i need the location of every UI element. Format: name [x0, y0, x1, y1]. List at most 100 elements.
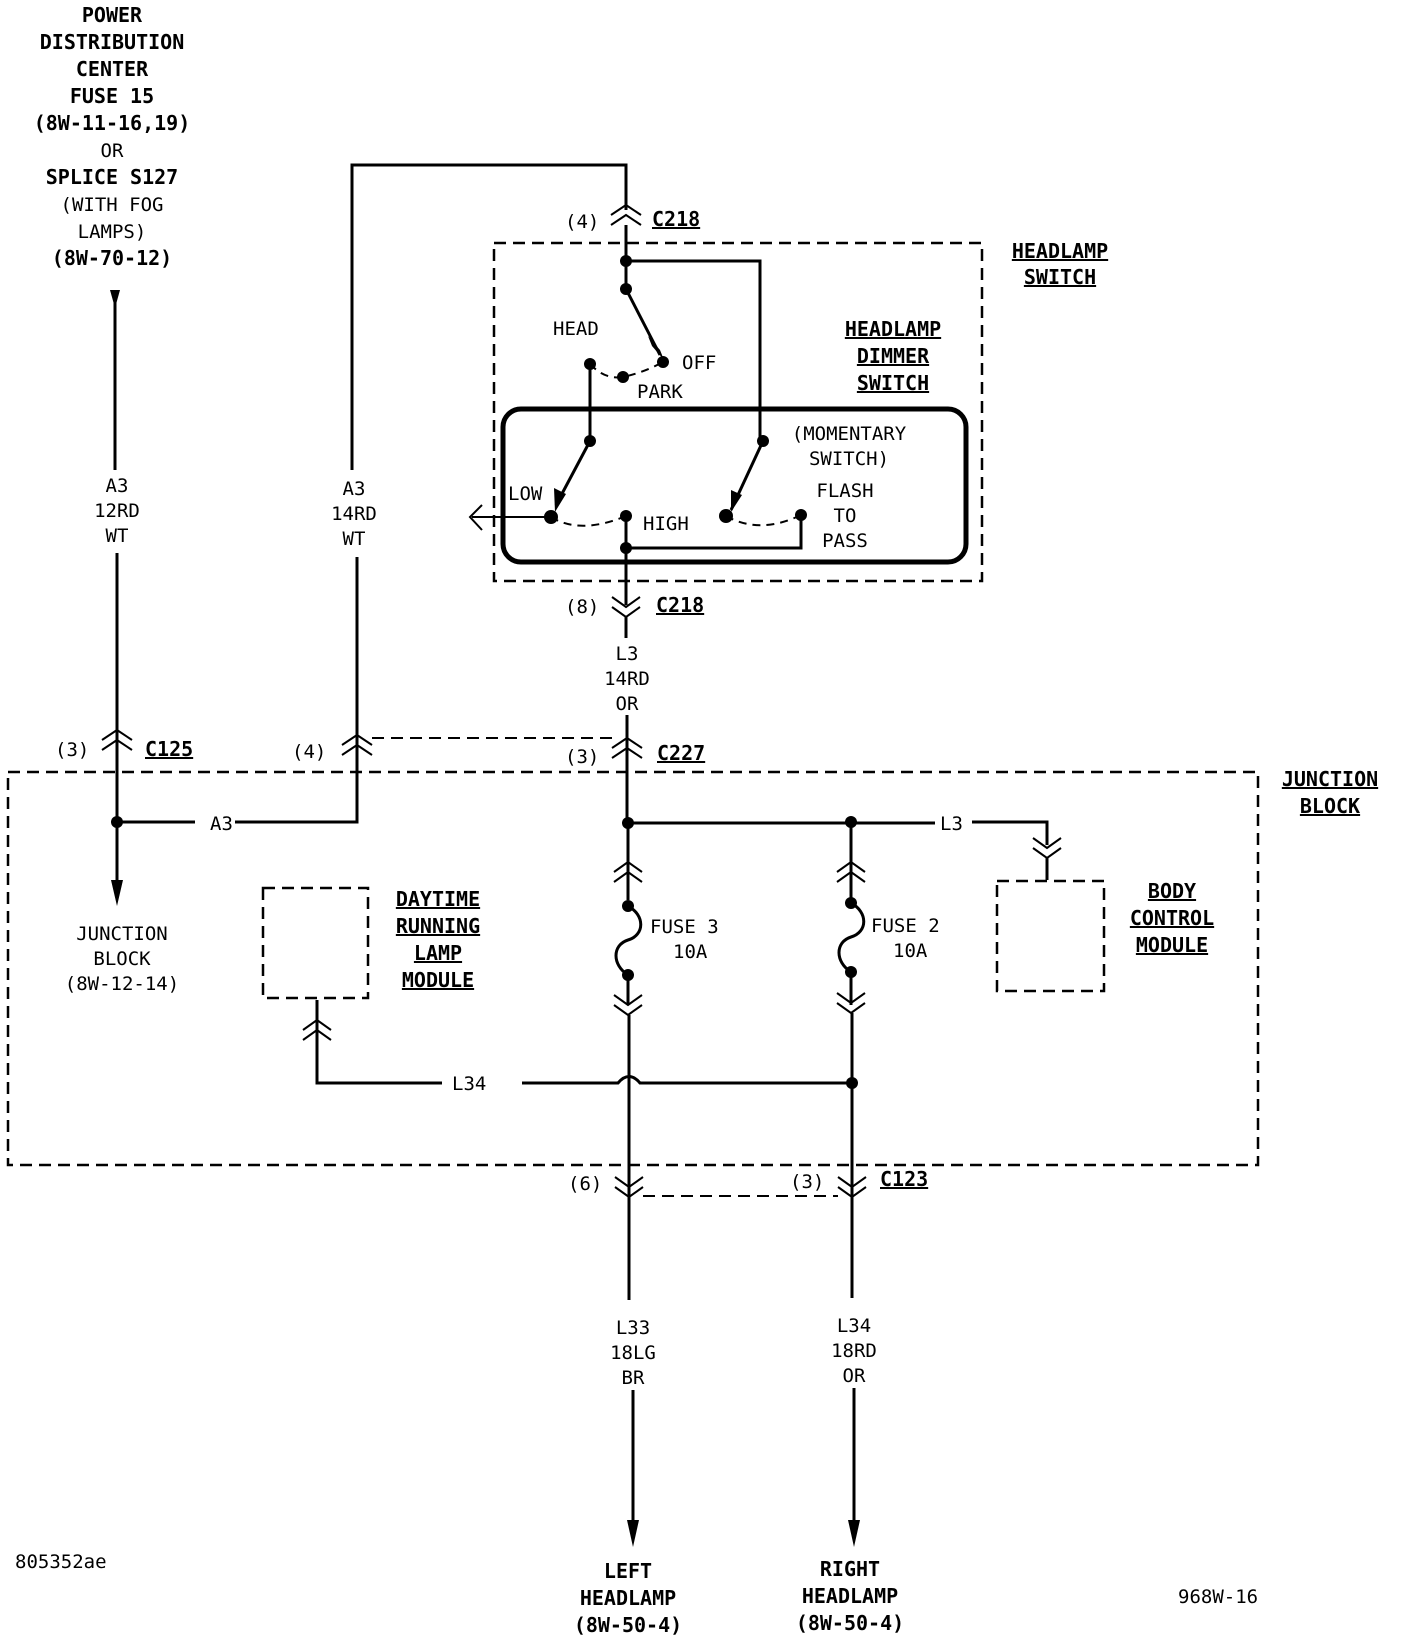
svg-text:(3): (3)	[790, 1171, 824, 1193]
label-low: LOW	[508, 483, 543, 505]
svg-text:FUSE 3: FUSE 3	[650, 916, 719, 938]
svg-text:BR: BR	[622, 1367, 645, 1389]
wire-l34-bus	[522, 1075, 852, 1085]
connector-c218-bottom: (8) C218	[565, 593, 704, 619]
source-line: DISTRIBUTION	[40, 30, 185, 54]
wire-label-l33: L33 18LG BR	[610, 1317, 656, 1389]
svg-text:(8W-50-4): (8W-50-4)	[796, 1611, 904, 1635]
fuse-2: FUSE 2 10A	[836, 822, 940, 1015]
svg-text:L3: L3	[616, 643, 639, 665]
svg-text:HEADLAMP: HEADLAMP	[580, 1586, 676, 1610]
svg-text:C218: C218	[656, 593, 704, 617]
wire-label-a3-right: A3 14RD WT	[331, 478, 377, 550]
svg-text:PASS: PASS	[822, 530, 868, 552]
source-line: (WITH FOG	[61, 194, 164, 216]
svg-text:HEADLAMP: HEADLAMP	[845, 317, 941, 341]
connector-c123-left: (6)	[568, 1173, 644, 1199]
wire-label-l34-bus: L34	[452, 1073, 486, 1095]
connector-drl	[302, 1000, 332, 1041]
svg-text:(6): (6)	[568, 1173, 602, 1195]
arrow-down-icon	[111, 880, 123, 906]
source-line: LAMPS)	[78, 221, 147, 243]
wire-a3-right-upper	[350, 163, 628, 470]
arrow-down-icon	[627, 1520, 639, 1547]
label-head: HEAD	[553, 318, 599, 340]
wire-label-l3-bus: L3	[940, 813, 963, 835]
svg-text:(3): (3)	[55, 739, 89, 761]
label-high: HIGH	[643, 513, 689, 535]
svg-text:DAYTIME: DAYTIME	[396, 887, 480, 911]
svg-text:(8W-50-4): (8W-50-4)	[574, 1613, 682, 1637]
wire-switch-bypass	[626, 259, 762, 440]
svg-text:L34: L34	[837, 1315, 871, 1337]
svg-text:18LG: 18LG	[610, 1342, 656, 1364]
source-label: POWER DISTRIBUTION CENTER FUSE 15 (8W-11…	[34, 3, 191, 270]
headlamp-switch-boundary	[492, 241, 984, 583]
connector-c123: (3) C123	[790, 1167, 928, 1199]
source-line: OR	[101, 140, 124, 162]
fuse-3: FUSE 3 10A	[613, 823, 719, 1017]
label-flash-to-pass: FLASH TO PASS	[816, 480, 873, 552]
svg-text:(4): (4)	[565, 211, 599, 233]
dimmer-switch-body	[500, 406, 969, 565]
svg-text:A3: A3	[343, 478, 366, 500]
svg-text:JUNCTION: JUNCTION	[1282, 767, 1378, 791]
svg-text:WT: WT	[343, 528, 366, 550]
connector-bcm	[1032, 837, 1062, 880]
wire-label-l34-out: L34 18RD OR	[831, 1315, 877, 1387]
svg-text:HEADLAMP: HEADLAMP	[1012, 239, 1108, 263]
svg-text:12RD: 12RD	[94, 500, 140, 522]
contact-park	[617, 371, 629, 383]
svg-text:L33: L33	[616, 1317, 650, 1339]
contact-off	[657, 356, 669, 368]
svg-text:10A: 10A	[673, 941, 708, 963]
junction-block-label: JUNCTION BLOCK	[1282, 767, 1378, 818]
svg-text:C227: C227	[657, 741, 705, 765]
svg-text:A3: A3	[106, 475, 129, 497]
junction-block-boundary	[6, 770, 1260, 1167]
svg-text:14RD: 14RD	[331, 503, 377, 525]
svg-text:JUNCTION: JUNCTION	[76, 923, 168, 945]
svg-text:MODULE: MODULE	[1136, 933, 1208, 957]
svg-text:(4): (4)	[292, 741, 326, 763]
svg-text:C218: C218	[652, 207, 700, 231]
svg-text:LEFT: LEFT	[604, 1559, 652, 1583]
svg-text:SWITCH): SWITCH)	[809, 448, 889, 470]
source-line: CENTER	[76, 57, 149, 81]
svg-text:FLASH: FLASH	[816, 480, 873, 502]
connector-c125: (3) C125	[55, 728, 193, 761]
wire-a3-right-lower	[117, 557, 359, 824]
arrow-up-icon	[110, 290, 120, 308]
svg-text:BLOCK: BLOCK	[93, 948, 151, 970]
svg-text:MODULE: MODULE	[402, 968, 474, 992]
svg-text:HEADLAMP: HEADLAMP	[802, 1584, 898, 1608]
svg-text:OR: OR	[843, 1365, 866, 1387]
wire-label-a3-left: A3 12RD WT	[94, 475, 140, 547]
label-off: OFF	[682, 352, 716, 374]
image-id: 805352ae	[15, 1551, 107, 1573]
wire-label-l3: L3 14RD OR	[604, 643, 650, 715]
wire-label-a3-junction: A3	[210, 813, 233, 835]
svg-text:FUSE 2: FUSE 2	[871, 915, 940, 937]
bcm-box	[995, 879, 1106, 993]
svg-text:CONTROL: CONTROL	[1130, 906, 1214, 930]
svg-text:LAMP: LAMP	[414, 941, 462, 965]
arrow-down-icon	[848, 1520, 860, 1547]
svg-text:BODY: BODY	[1148, 879, 1196, 903]
svg-text:18RD: 18RD	[831, 1340, 877, 1362]
source-line: (8W-70-12)	[52, 246, 172, 270]
svg-text:14RD: 14RD	[604, 668, 650, 690]
svg-text:DIMMER: DIMMER	[857, 344, 930, 368]
connector-c218-top: (4) C218	[565, 203, 700, 233]
connector-c227: (3) C227	[565, 736, 705, 768]
source-line: (8W-11-16,19)	[34, 111, 191, 135]
svg-text:(MOMENTARY: (MOMENTARY	[792, 423, 907, 445]
junction-block-reference: JUNCTION BLOCK (8W-12-14)	[65, 923, 179, 995]
splice-dot	[111, 816, 123, 828]
dimmer-switch-label: HEADLAMP DIMMER SWITCH	[845, 317, 941, 395]
source-line: FUSE 15	[70, 84, 154, 108]
svg-text:(8W-12-14): (8W-12-14)	[65, 973, 179, 995]
page-number: 968W-16	[1178, 1586, 1258, 1608]
right-headlamp-label: RIGHT HEADLAMP (8W-50-4)	[796, 1557, 904, 1635]
